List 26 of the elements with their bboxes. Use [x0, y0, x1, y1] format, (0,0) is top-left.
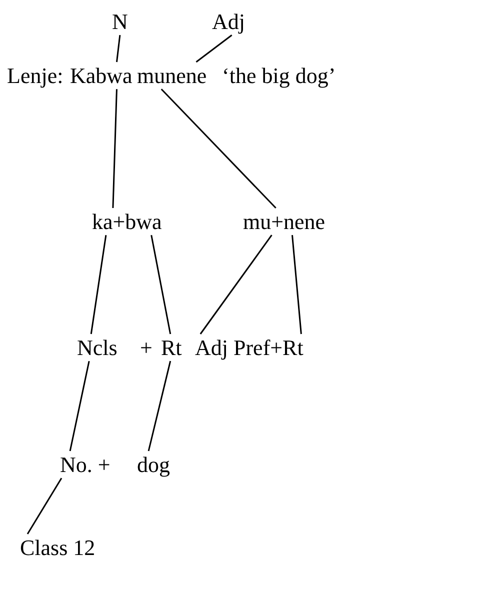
tree-node-label: ka+bwa	[92, 210, 162, 234]
tree-node-label: Rt	[161, 336, 182, 360]
tree-node-label: dog	[137, 453, 170, 476]
tree-branch-line	[90, 234, 107, 334]
gloss-text: Lenje:	[7, 64, 64, 88]
tree-node-label: Ncls	[77, 336, 118, 360]
tree-branch-line	[69, 360, 90, 452]
tree-node-label: No. +	[60, 453, 110, 476]
plus-sign: +	[140, 336, 152, 360]
tree-node-label: munene	[137, 64, 207, 88]
tree-node-label: Class 12	[20, 536, 96, 560]
tree-node-label: N	[112, 10, 128, 34]
tree-branch-line	[160, 88, 276, 209]
tree-branch-line	[200, 234, 272, 334]
tree-branch-line	[26, 478, 62, 534]
tree-node-label: mu+nene	[243, 210, 326, 234]
tree-node-label: Adj Pref+Rt	[195, 336, 304, 360]
tree-branch-line	[196, 34, 232, 63]
tree-node-label: Kabwa	[70, 64, 132, 88]
tree-node-label: Adj	[212, 10, 245, 34]
gloss-text: ‘the big dog’	[222, 64, 336, 88]
tree-branch-line	[112, 89, 118, 208]
tree-branch-line	[150, 234, 172, 334]
tree-branch-line	[292, 235, 302, 334]
tree-branch-line	[116, 35, 121, 62]
tree-branch-line	[148, 360, 172, 452]
